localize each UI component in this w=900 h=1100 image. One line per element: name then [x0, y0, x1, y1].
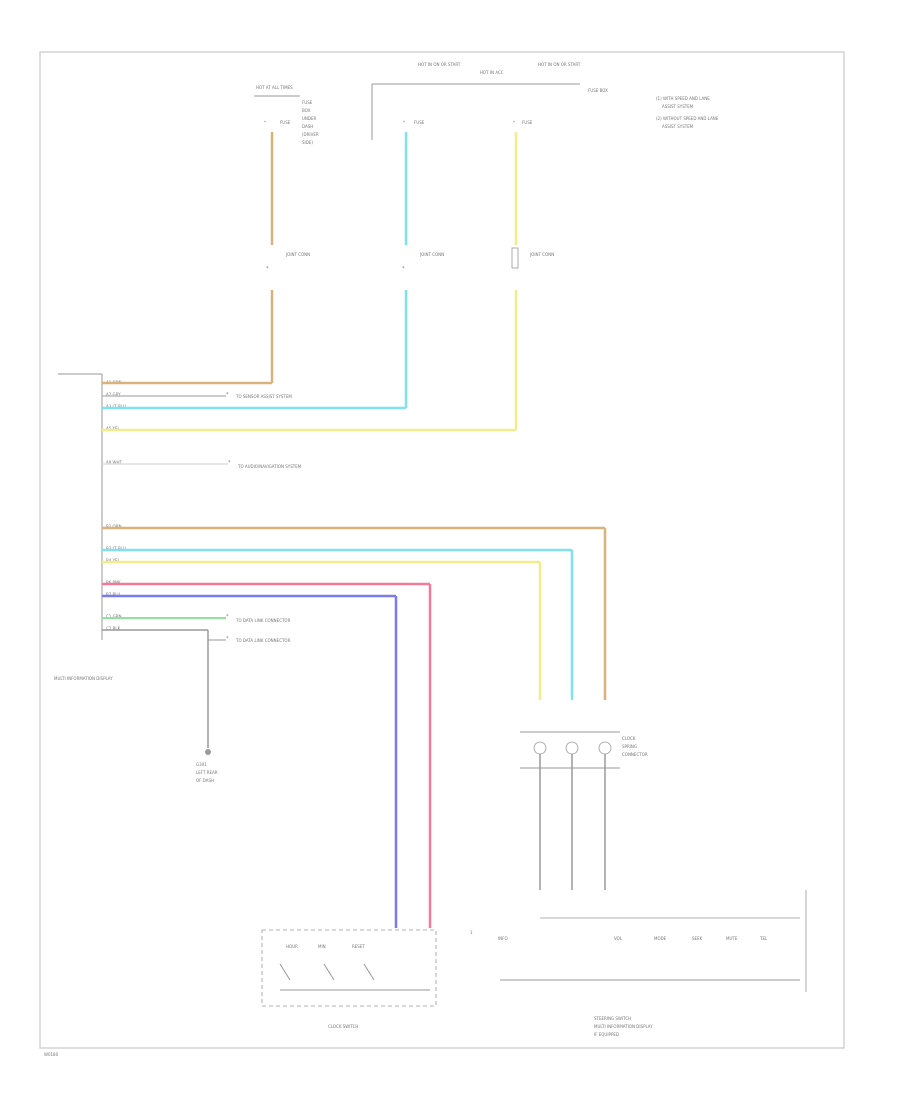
connector-left-label: JOINT CONN [285, 252, 310, 257]
signal-a: TO SENSOR ASSIST SYSTEM [235, 394, 292, 399]
label-relay-right: HOT IN ON OR START [538, 62, 581, 67]
clock-switch-label: CLOCK SWITCH [328, 1024, 358, 1029]
label-relay-center: HOT IN ON OR START [418, 62, 461, 67]
svg-text:B3 LT BLU: B3 LT BLU [106, 546, 126, 551]
svg-text:C2 BLK: C2 BLK [106, 626, 121, 631]
svg-text:MODE: MODE [654, 936, 667, 941]
notes: (1) WITH SPEED AND LANE [656, 96, 710, 101]
svg-text:MIN: MIN [318, 944, 326, 949]
svg-text:*: * [226, 636, 229, 642]
svg-text:SEEK: SEEK [692, 936, 703, 941]
svg-text:UNDER: UNDER [302, 116, 317, 121]
svg-text:A2 GRY: A2 GRY [106, 392, 121, 397]
svg-text:B4 YEL: B4 YEL [106, 558, 121, 563]
svg-text:B6 PNK: B6 PNK [106, 580, 121, 585]
svg-text:*: * [266, 266, 269, 272]
clock-switch-box [261, 929, 437, 1007]
svg-text:BOX: BOX [302, 108, 311, 113]
svg-text:C1 GRN: C1 GRN [106, 614, 121, 619]
svg-text:*: * [226, 392, 229, 398]
svg-text:FUSE: FUSE [280, 120, 291, 125]
connector-mid-label: JOINT CONN [419, 252, 444, 257]
svg-text:A8 WHT: A8 WHT [106, 460, 123, 465]
connector-right-label: JOINT CONN [529, 252, 554, 257]
svg-text:HOUR: HOUR [286, 944, 298, 949]
svg-text:FUSE: FUSE [522, 120, 533, 125]
svg-text:B7 BLU: B7 BLU [106, 592, 120, 597]
svg-text:*: * [402, 266, 405, 272]
svg-text:SIDE): SIDE) [302, 140, 313, 145]
svg-text:*: * [264, 120, 266, 125]
svg-text:FUSE: FUSE [302, 100, 313, 105]
ground-icon [205, 749, 211, 755]
svg-text:B1 ORN: B1 ORN [106, 524, 121, 529]
svg-text:INFO: INFO [498, 936, 508, 941]
power-section: HOT AT ALL TIMES FUSE BOX UNDER DASH (DR… [254, 62, 719, 145]
feed-wires [270, 132, 518, 430]
svg-text:*: * [403, 120, 405, 125]
signal-labels: * TO SENSOR ASSIST SYSTEM * TO AUDIO/NAV… [226, 392, 302, 643]
svg-text:ASSIST SYSTEM: ASSIST SYSTEM [662, 104, 694, 109]
clock-switch: CLOCK SWITCH HOUR MIN RESET [261, 929, 437, 1029]
svg-text:TEL: TEL [759, 936, 768, 941]
svg-text:A5 YEL: A5 YEL [106, 426, 121, 431]
svg-text:RESET: RESET [352, 944, 365, 949]
joint-connectors: * JOINT CONN * JOINT CONN JOINT CONN [266, 247, 554, 272]
module-label: MULTI INFORMATION DISPLAY [54, 676, 113, 681]
svg-text:FUSE: FUSE [414, 120, 425, 125]
signal-d: TO DATA LINK CONNECTOR [235, 638, 291, 643]
svg-text:MUTE: MUTE [726, 936, 738, 941]
svg-text:VOL: VOL [614, 936, 623, 941]
label-relay-center2: HOT IN ACC [480, 70, 504, 75]
signal-b: TO AUDIO/NAVIGATION SYSTEM [237, 464, 302, 469]
svg-text:1: 1 [470, 930, 473, 935]
svg-text:(2) WITHOUT SPEED AND LANE: (2) WITHOUT SPEED AND LANE [656, 116, 719, 121]
svg-text:ASSIST SYSTEM: ASSIST SYSTEM [662, 124, 694, 129]
svg-text:(DRIVER: (DRIVER [302, 132, 319, 137]
label-fuse-left: HOT AT ALL TIMES [256, 85, 293, 90]
svg-text:DASH: DASH [302, 124, 313, 129]
svg-text:*: * [226, 614, 229, 620]
svg-text:*: * [228, 460, 231, 466]
harness-wires [102, 381, 607, 928]
signal-c: TO DATA LINK CONNECTOR [235, 618, 291, 623]
svg-text:*: * [513, 120, 515, 125]
label-fuse-box-right: FUSE BOX [588, 88, 608, 93]
svg-text:A3 LT BLU: A3 LT BLU [106, 404, 126, 409]
diagram-frame [39, 51, 845, 1049]
steering-switch: 1 INFO VOL MODE SEEK MUTE TEL STEERING S… [470, 890, 807, 1037]
footer-code: W0180 [44, 1052, 59, 1057]
